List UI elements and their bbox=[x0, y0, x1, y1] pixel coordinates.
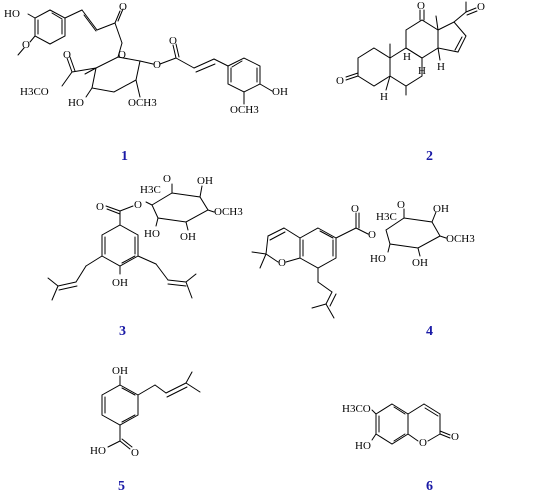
compound-number-5: 5 bbox=[118, 479, 125, 494]
c3-ho-left-label: HO bbox=[144, 228, 160, 240]
c4-o-chromene-label: O bbox=[278, 257, 286, 269]
c2-h-5-label: H bbox=[380, 91, 388, 103]
c6-ho-label: HO bbox=[355, 440, 371, 452]
c4-oh-bottom-label: OH bbox=[412, 257, 428, 269]
structure-compound-1 bbox=[17, 8, 273, 105]
c1-och3-right-label: OCH3 bbox=[230, 104, 259, 116]
c2-h-9-label: H bbox=[403, 51, 411, 63]
c6-o-ring-label: O bbox=[419, 437, 427, 449]
c5-o-label: O bbox=[131, 447, 139, 459]
c2-h-8-label: H bbox=[418, 65, 426, 77]
c4-och3-label: OCH3 bbox=[446, 233, 475, 245]
c4-ho-left-label: HO bbox=[370, 253, 386, 265]
c3-oh-phenol-label: OH bbox=[112, 277, 128, 289]
c6-o-carbonyl-label: O bbox=[451, 431, 459, 443]
c3-o-ring-label: O bbox=[163, 173, 171, 185]
c6-h3co-label: H3CO bbox=[342, 403, 371, 415]
c2-h-14-label: H bbox=[437, 61, 445, 73]
compound-number-1: 1 bbox=[121, 149, 128, 164]
compound-number-4: 4 bbox=[426, 324, 433, 339]
compound-number-6: 6 bbox=[426, 479, 433, 494]
c1-och3-ring-label: OCH3 bbox=[128, 97, 157, 109]
structure-compound-3 bbox=[47, 183, 215, 301]
c4-oh-top-label: OH bbox=[433, 203, 449, 215]
c1-o-carbonyl-right-label: O bbox=[169, 35, 177, 47]
c3-och3-label: OCH3 bbox=[214, 206, 243, 218]
c4-o-carbonyl-label: O bbox=[351, 203, 359, 215]
structure-compound-6 bbox=[371, 403, 451, 445]
c3-oh-top-label: OH bbox=[197, 175, 213, 187]
c1-o-carbonyl-low-label: O bbox=[63, 49, 71, 61]
c3-h3c-label: H3C bbox=[140, 184, 161, 196]
c4-h3c-label: H3C bbox=[376, 211, 397, 223]
c1-o-methyl-ester-label: O bbox=[153, 59, 161, 71]
c4-o-glyc-label: O bbox=[368, 229, 376, 241]
c1-ho-ring-label: HO bbox=[68, 97, 84, 109]
structure-compound-5 bbox=[101, 371, 201, 450]
c2-o-acetyl-label: O bbox=[477, 1, 485, 13]
c1-h3co-label: H3CO bbox=[20, 86, 49, 98]
c4-o-ring-label: O bbox=[397, 199, 405, 211]
c2-o-11-label: O bbox=[417, 0, 425, 12]
c5-ho-label: HO bbox=[90, 445, 106, 457]
c1-o-ester-right-label: O bbox=[118, 49, 126, 61]
c3-o-carbonyl-label: O bbox=[96, 201, 104, 213]
c2-o-3-label: O bbox=[336, 75, 344, 87]
structure-compound-2 bbox=[345, 1, 478, 96]
compound-number-3: 3 bbox=[119, 324, 126, 339]
c5-oh-label: OH bbox=[112, 365, 128, 377]
c3-oh-bottom-label: OH bbox=[180, 231, 196, 243]
c1-o-ester-top-label: O bbox=[119, 1, 127, 13]
compound-number-2: 2 bbox=[426, 149, 433, 164]
c3-o-glyc-label: O bbox=[134, 199, 142, 211]
c1-o-methoxy-label: O bbox=[22, 39, 30, 51]
c1-ho-label: HO bbox=[4, 8, 20, 20]
structure-compound-4 bbox=[251, 208, 447, 319]
c1-oh-right-label: OH bbox=[272, 86, 288, 98]
